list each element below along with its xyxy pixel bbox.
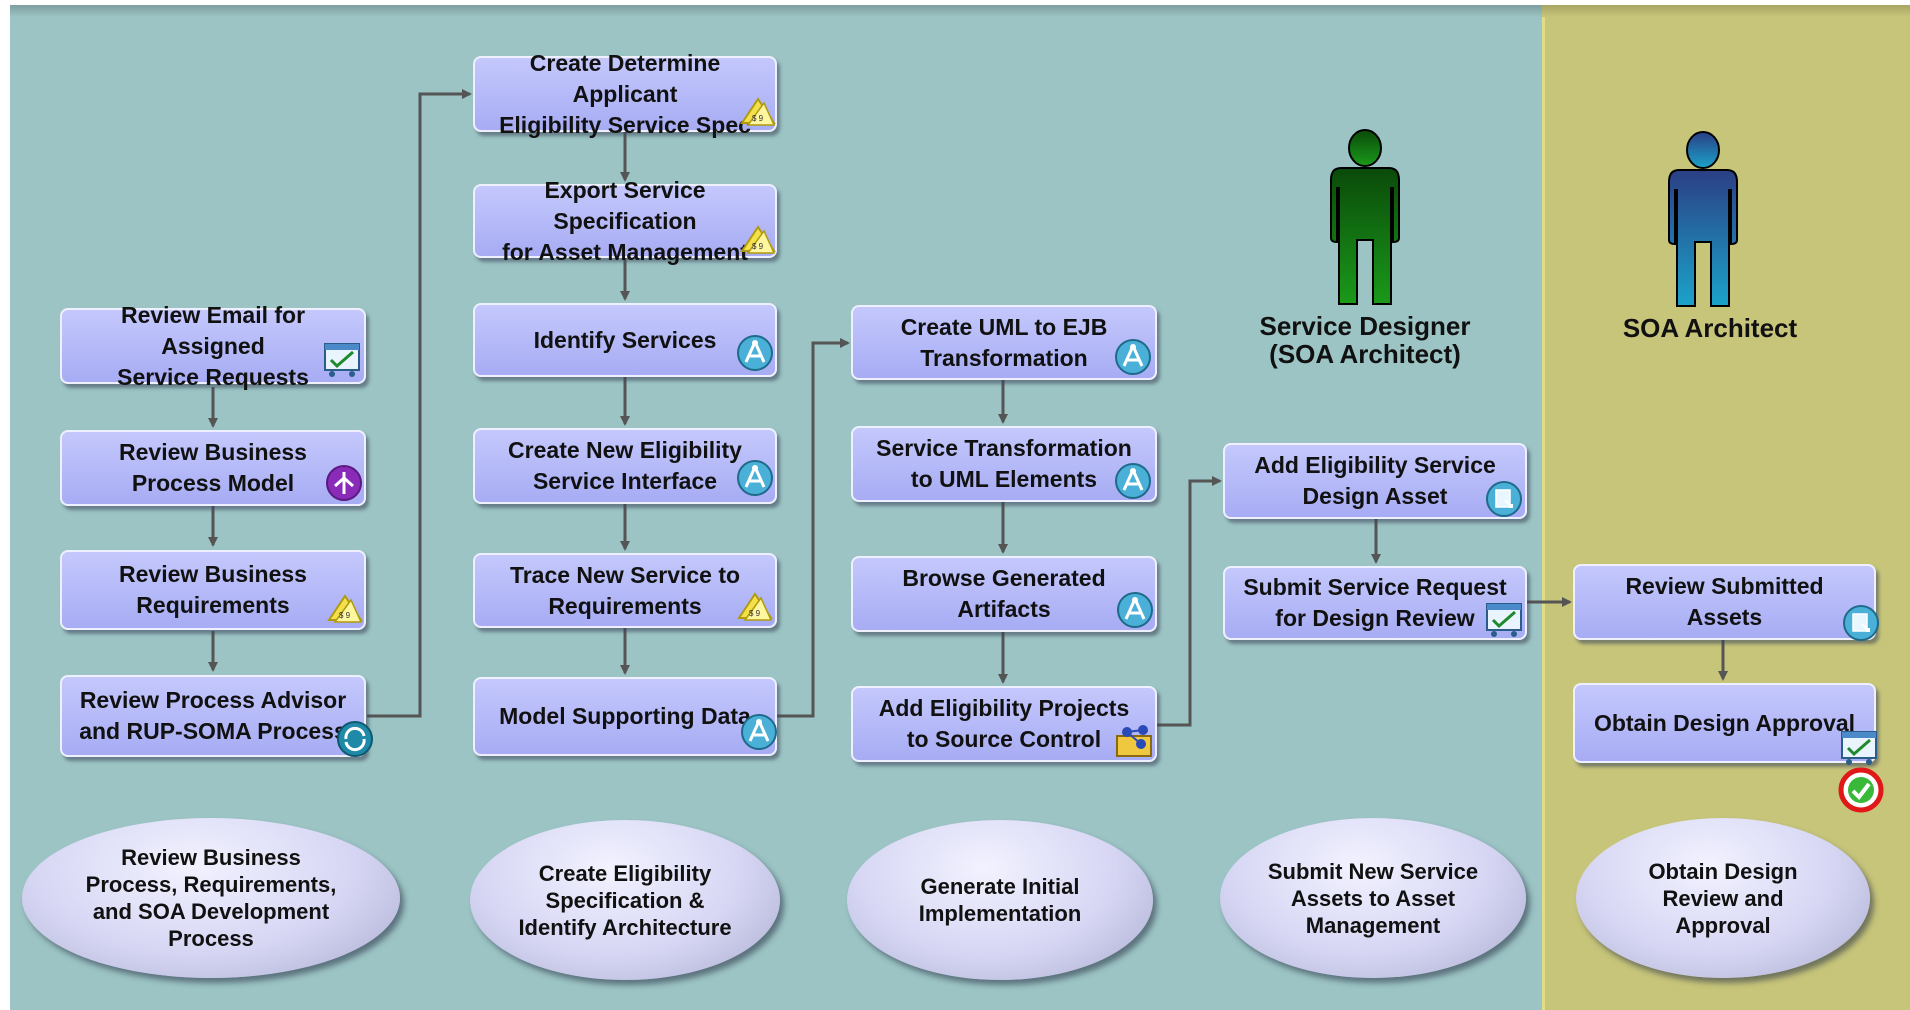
requirements-icon: $ 9 — [737, 592, 773, 621]
task-obtain-design-approval[interactable]: Obtain Design Approval — [1573, 683, 1876, 763]
task-create-service-spec[interactable]: Create Determine Applicant Eligibility S… — [473, 50, 777, 138]
approved-check-icon — [1838, 767, 1884, 813]
role-label-soa-architect: SOA Architect — [1622, 313, 1798, 343]
service-designer-figure-icon — [1330, 129, 1400, 305]
phase-submit-new-service-assets: Submit New Service Assets to Asset Manag… — [1220, 818, 1526, 978]
process-advisor-icon — [337, 721, 373, 757]
task-review-process-advisor[interactable]: Review Process Advisor and RUP-SOMA Proc… — [60, 675, 366, 757]
source-control-icon — [1116, 725, 1152, 757]
soa-architect-figure-icon — [1668, 131, 1738, 307]
process-model-icon — [326, 465, 362, 501]
task-browse-generated-artifacts[interactable]: Browse Generated Artifacts — [851, 556, 1157, 632]
connector — [777, 338, 850, 718]
task-create-service-interface[interactable]: Create New Eligibility Service Interface — [473, 428, 777, 504]
requirements-icon: $ 9 — [740, 97, 776, 126]
modeler-icon — [1115, 339, 1151, 375]
work-item-icon — [1841, 731, 1877, 765]
modeler-icon — [1115, 463, 1151, 499]
task-export-service-spec[interactable]: Export Service Specification for Asset M… — [473, 177, 777, 265]
lane-header-bar — [1542, 5, 1910, 17]
task-add-design-asset[interactable]: Add Eligibility Service Design Asset — [1223, 443, 1527, 519]
modeler-icon — [1117, 592, 1153, 628]
task-review-business-requirements[interactable]: Review Business Requirements — [60, 550, 366, 630]
asset-icon — [1486, 481, 1522, 517]
task-review-business-process-model[interactable]: Review Business Process Model — [60, 430, 366, 506]
connector — [367, 89, 472, 718]
lane-header-bar — [10, 5, 1542, 17]
svg-text:$ 9: $ 9 — [752, 242, 764, 251]
requirements-icon: $ 9 — [327, 594, 363, 623]
svg-text:$ 9: $ 9 — [749, 609, 761, 618]
task-submit-service-request[interactable]: Submit Service Request for Design Review — [1223, 566, 1527, 640]
task-identify-services[interactable]: Identify Services — [473, 303, 777, 377]
phase-generate-initial-implementation: Generate Initial Implementation — [847, 820, 1153, 980]
svg-text:$ 9: $ 9 — [339, 611, 351, 620]
modeler-icon — [741, 714, 777, 750]
modeler-icon — [737, 460, 773, 496]
requirements-icon: $ 9 — [740, 225, 776, 254]
phase-review-business-process: Review Business Process, Requirements, a… — [22, 818, 400, 978]
task-add-projects-source-control[interactable]: Add Eligibility Projects to Source Contr… — [851, 686, 1157, 762]
modeler-icon — [737, 335, 773, 371]
work-item-icon — [1486, 603, 1522, 637]
role-label-service-designer: Service Designer (SOA Architect) — [1259, 311, 1471, 369]
asset-icon — [1843, 605, 1879, 641]
task-trace-service-requirements[interactable]: Trace New Service to Requirements — [473, 553, 777, 628]
phase-obtain-design-review: Obtain Design Review and Approval — [1576, 818, 1870, 978]
phase-create-eligibility-specification: Create Eligibility Specification & Ident… — [470, 820, 780, 980]
svg-text:$ 9: $ 9 — [752, 114, 764, 123]
task-create-uml-ejb-transformation[interactable]: Create UML to EJB Transformation — [851, 305, 1157, 380]
task-review-submitted-assets[interactable]: Review Submitted Assets — [1573, 564, 1876, 640]
task-service-transformation[interactable]: Service Transformation to UML Elements — [851, 426, 1157, 502]
task-review-email[interactable]: Review Email for Assigned Service Reques… — [60, 302, 366, 390]
work-item-icon — [324, 343, 360, 377]
connector — [1157, 476, 1222, 727]
task-model-supporting-data[interactable]: Model Supporting Data — [473, 677, 777, 756]
